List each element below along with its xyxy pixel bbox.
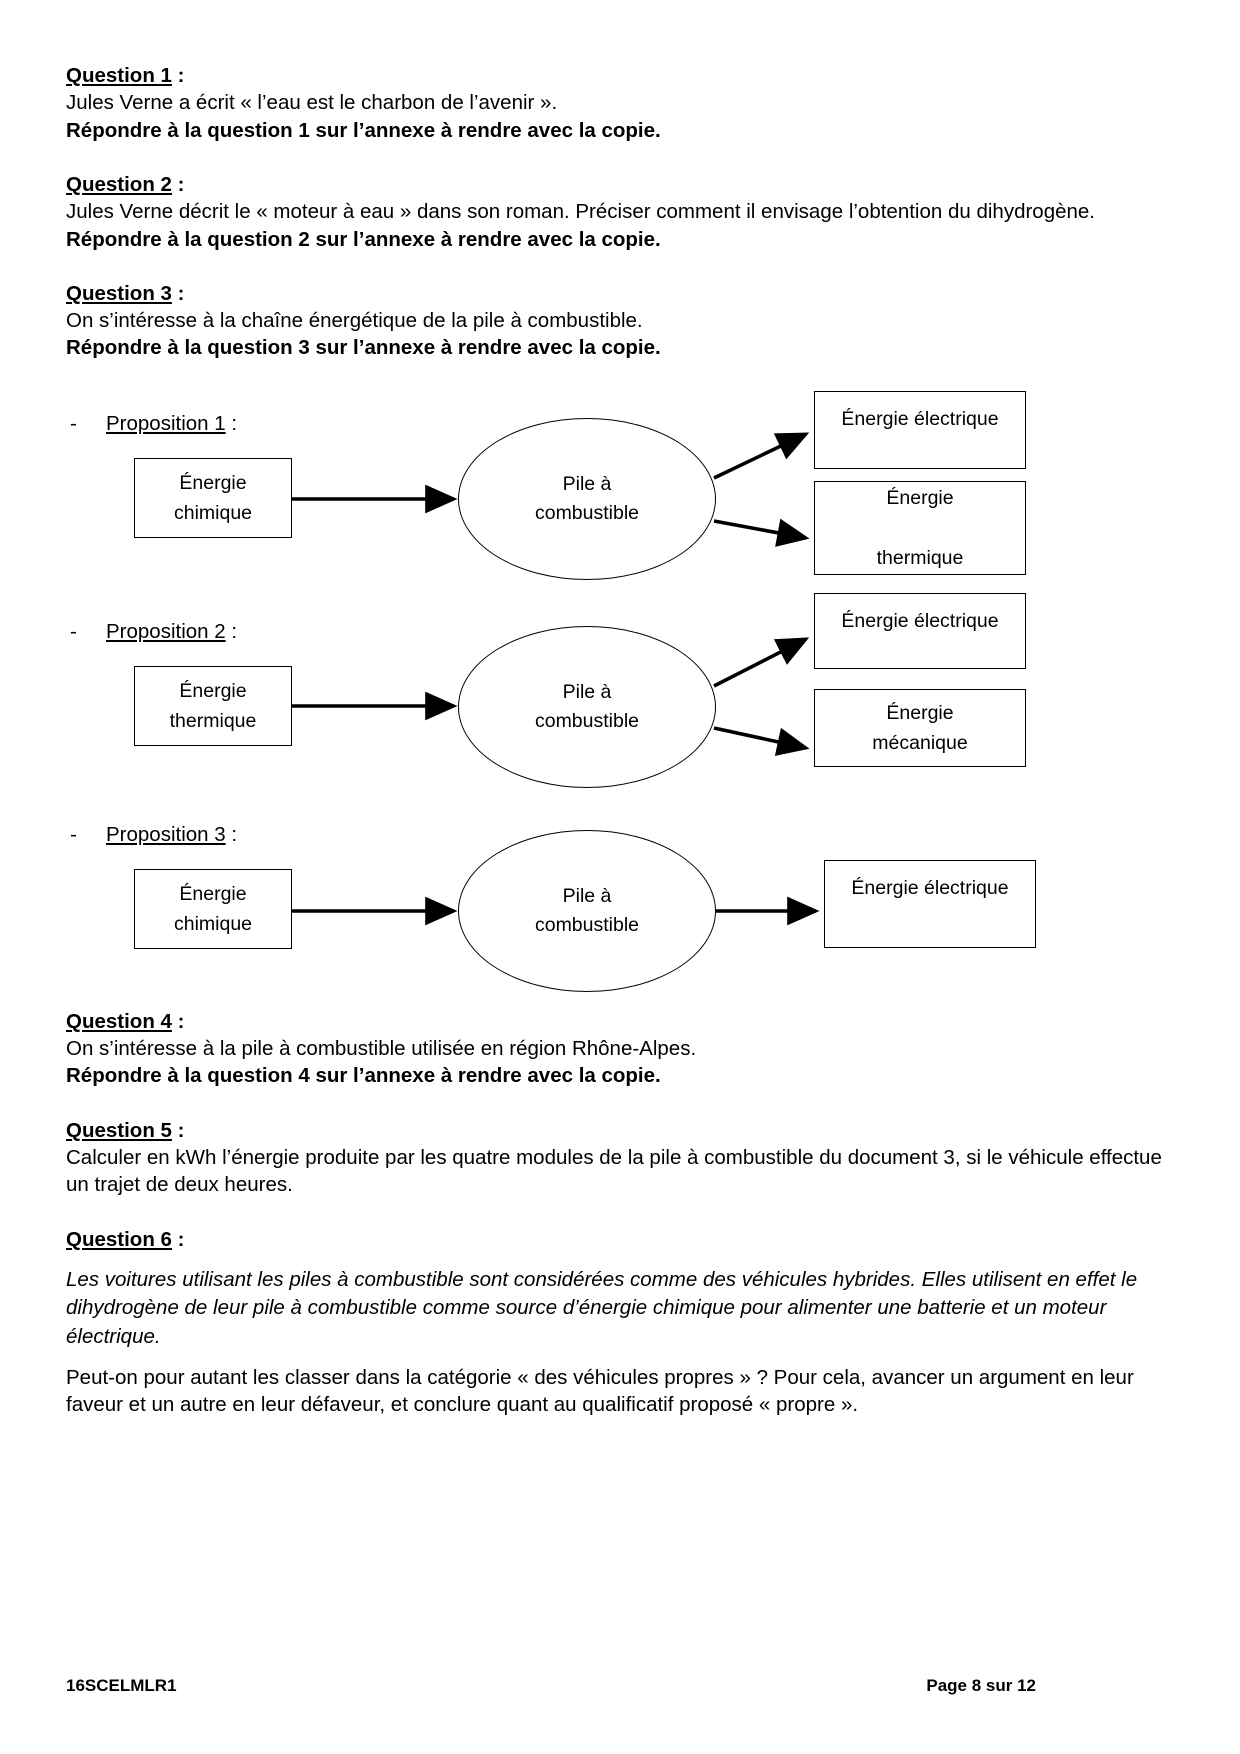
- proposition-3-label-suffix: :: [225, 822, 238, 846]
- question-2-heading-suffix: :: [171, 172, 185, 196]
- proposition-1-converter: Pile à combustible: [458, 417, 716, 580]
- question-1-block: Question 1 : Jules Verne a écrit « l’eau…: [66, 62, 1174, 144]
- proposition-1-output-2-line1: Énergie: [886, 486, 954, 509]
- proposition-2-converter-label: Pile à combustible: [535, 678, 639, 737]
- proposition-1-label: - Proposition 1 :: [70, 411, 238, 436]
- arrow-p2-out-electric: [713, 637, 810, 688]
- proposition-3-input-box: Énergie chimique: [134, 868, 292, 949]
- question-1-heading: Question 1 :: [66, 62, 1174, 89]
- proposition-3-input-label: Énergie chimique: [173, 882, 253, 935]
- proposition-1-bullet: -: [70, 411, 77, 435]
- proposition-1-label-suffix: :: [225, 411, 238, 435]
- proposition-3-label: - Proposition 3 :: [70, 822, 238, 847]
- question-4-heading-text: Question 4: [66, 1009, 172, 1033]
- question-3-heading-text: Question 3: [66, 281, 172, 305]
- question-1-line-1: Jules Verne a écrit « l’eau est le charb…: [66, 91, 558, 115]
- proposition-3-converter: Pile à combustible: [458, 829, 716, 992]
- question-2-line-1: Jules Verne décrit le « moteur à eau » d…: [66, 200, 1096, 224]
- question-4-line-1: On s’intéresse à la pile à combustible u…: [66, 1037, 697, 1060]
- energy-chain-diagrams: - Proposition 1 : Énergie chimique Pile à…: [66, 386, 1174, 992]
- proposition-1-converter-label: Pile à combustible: [535, 470, 639, 529]
- spacer: [66, 144, 1174, 171]
- proposition-2-output-2-label: Énergie mécanique: [872, 698, 967, 758]
- arrow-p2-out-mechanic: [713, 726, 810, 756]
- question-6-heading-text: Question 6: [66, 1227, 172, 1251]
- question-2-block: Question 2 : Jules Verne décrit le « mot…: [66, 171, 1174, 253]
- spacer: [66, 1253, 1174, 1266]
- arrow-p1-out-electric: [713, 432, 810, 480]
- proposition-2-input-box: Énergie thermique: [134, 665, 292, 746]
- proposition-3-bullet: -: [70, 822, 77, 846]
- question-3-line-1: On s’intéresse à la chaîne énergétique d…: [66, 309, 643, 333]
- question-2-heading-text: Question 2: [66, 172, 172, 196]
- proposition-1-converter-line1: Pile à: [562, 472, 612, 495]
- proposition-2-converter-line1: Pile à: [562, 680, 612, 703]
- footer-exam-code: 16SCELMLR1: [66, 1676, 177, 1695]
- question-6-block: Question 6 : Les voitures utilisant les …: [66, 1226, 1174, 1419]
- question-1-heading-suffix: :: [171, 64, 185, 87]
- proposition-3-converter-label: Pile à combustible: [535, 882, 639, 941]
- question-5-heading-suffix: :: [171, 1118, 185, 1142]
- proposition-3-output-1-label: Énergie électrique: [851, 876, 1009, 899]
- proposition-1-converter-line2: combustible: [534, 501, 640, 524]
- question-3-heading-suffix: :: [171, 281, 185, 305]
- proposition-2-bullet: -: [70, 619, 77, 643]
- question-1-heading-text: Question 1: [66, 64, 172, 87]
- question-3-block: Question 3 : On s’intéresse à la chaîne …: [66, 280, 1174, 362]
- spacer: [66, 253, 1174, 280]
- proposition-2-label: - Proposition 2 :: [70, 619, 238, 644]
- proposition-2-output-2-line2: mécanique: [872, 731, 968, 754]
- proposition-1-output-2-label: Énergie thermique: [877, 483, 964, 574]
- question-1-line-2: Répondre à la question 1 sur l’annexe à …: [66, 118, 661, 142]
- question-2-heading: Question 2 :: [66, 171, 1174, 198]
- proposition-2-converter-line2: combustible: [534, 709, 640, 732]
- proposition-1-input-label: Énergie chimique: [173, 471, 253, 524]
- proposition-2-label-text: Proposition 2: [106, 619, 226, 643]
- question-6-line-2: Peut-on pour autant les classer dans la …: [66, 1365, 1134, 1417]
- question-5-block: Question 5 : Calculer en kWh l’énergie p…: [66, 1117, 1174, 1199]
- proposition-1-output-1-label: Énergie électrique: [841, 407, 999, 430]
- question-4-line-2: Répondre à la question 4 sur l’annexe à …: [66, 1064, 661, 1088]
- question-4-heading: Question 4 :: [66, 1008, 1174, 1035]
- proposition-2-label-suffix: :: [225, 619, 238, 643]
- proposition-3-converter-line1: Pile à: [562, 884, 612, 907]
- question-6-line-1: Les voitures utilisant les piles à combu…: [66, 1267, 1138, 1348]
- proposition-1-label-text: Proposition 1: [106, 411, 226, 435]
- proposition-3-label-text: Proposition 3: [106, 822, 226, 846]
- proposition-1-output-box-1: Énergie électrique: [814, 390, 1026, 469]
- question-6-heading-suffix: :: [171, 1227, 185, 1251]
- proposition-1-input-box: Énergie chimique: [134, 457, 292, 538]
- question-5-line-1: Calculer en kWh l’énergie produite par l…: [66, 1145, 1162, 1197]
- spacer: [66, 1090, 1174, 1117]
- proposition-2-output-box-1: Énergie électrique: [814, 592, 1026, 669]
- proposition-3-converter-line2: combustible: [534, 913, 640, 936]
- question-4-block: Question 4 : On s’intéresse à la pile à …: [66, 1008, 1174, 1090]
- question-3-line-2: Répondre à la question 3 sur l’annexe à …: [66, 336, 661, 360]
- proposition-2-output-2-line1: Énergie: [886, 701, 954, 724]
- proposition-2-converter: Pile à combustible: [458, 625, 716, 788]
- arrow-p1-out-thermal: [713, 518, 810, 547]
- proposition-2-output-1-label: Énergie électrique: [841, 609, 999, 632]
- question-3-heading: Question 3 :: [66, 280, 1174, 307]
- question-6-heading: Question 6 :: [66, 1226, 1174, 1253]
- spacer: [66, 1351, 1174, 1364]
- page-footer: 16SCELMLR1 Page 8 sur 12: [66, 1676, 1174, 1696]
- proposition-2-output-box-2: Énergie mécanique: [814, 688, 1026, 767]
- question-5-heading: Question 5 :: [66, 1117, 1174, 1144]
- proposition-1-output-2-line2: thermique: [876, 547, 964, 570]
- question-5-heading-text: Question 5: [66, 1118, 172, 1142]
- proposition-1-output-box-2: Énergie thermique: [814, 480, 1026, 575]
- question-4-heading-suffix: :: [171, 1009, 185, 1033]
- spacer: [66, 1199, 1174, 1226]
- question-2-line-2: Répondre à la question 2 sur l’annexe à …: [66, 227, 661, 251]
- proposition-3-output-box-1: Énergie électrique: [824, 859, 1036, 948]
- proposition-2-input-label: Énergie thermique: [169, 679, 257, 732]
- footer-page-label: Page 8 sur 12: [926, 1676, 1036, 1695]
